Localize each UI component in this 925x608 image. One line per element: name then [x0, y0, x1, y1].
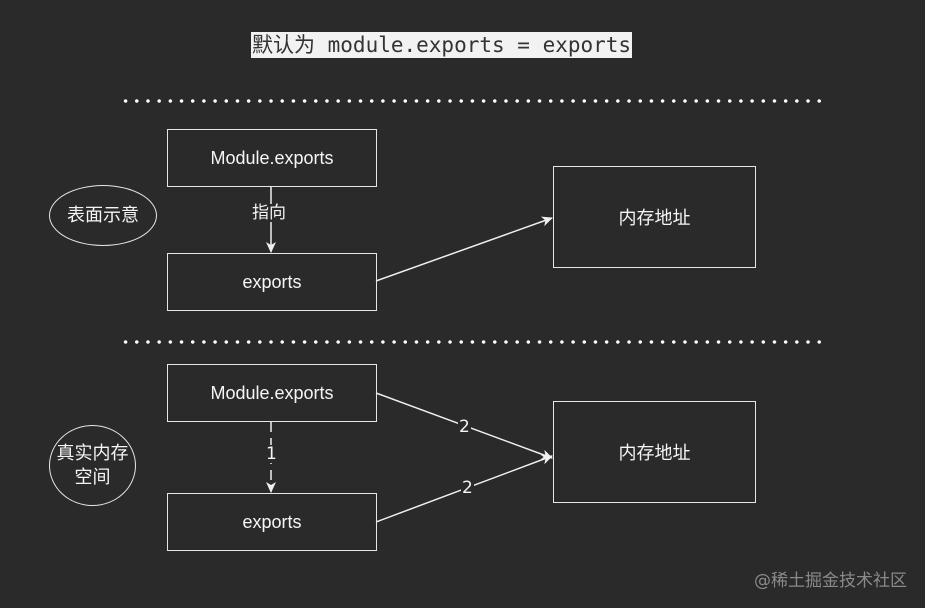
real-memory-line2: 空间	[74, 466, 111, 488]
exports-to-memory-arrow-top	[375, 216, 553, 282]
diagram-title: 默认为 module.exports = exports	[251, 32, 633, 58]
real-memory-line1: 真实内存	[56, 442, 129, 464]
exports-label-top: exports	[242, 271, 302, 292]
module-exports-label-top: Module.exports	[210, 147, 334, 168]
surface-ellipse-label: 表面示意	[67, 204, 139, 226]
memory-label-bottom: 内存地址	[618, 443, 691, 463]
pointer-label: 指向	[251, 203, 287, 223]
exports-label-bottom: exports	[242, 511, 302, 532]
module-exports-box-bottom: Module.exports	[167, 364, 377, 422]
exports-to-memory-label: 2	[461, 478, 474, 498]
memory-label-top: 内存地址	[618, 208, 691, 228]
separator-top	[120, 99, 826, 103]
memory-box-top: 内存地址	[553, 166, 756, 268]
exports-box-top: exports	[167, 253, 377, 311]
module-exports-box-top: Module.exports	[167, 129, 377, 187]
watermark: @稀土掘金技术社区	[754, 571, 907, 591]
module-exports-label-bottom: Module.exports	[210, 382, 334, 403]
module-to-memory-label: 2	[458, 417, 471, 437]
separator-middle	[120, 340, 826, 344]
dashed-arrow-label: 1	[265, 444, 278, 464]
real-memory-ellipse: 真实内存 空间	[49, 425, 136, 506]
memory-box-bottom: 内存地址	[553, 401, 756, 503]
exports-box-bottom: exports	[167, 493, 377, 551]
surface-ellipse: 表面示意	[49, 185, 157, 246]
